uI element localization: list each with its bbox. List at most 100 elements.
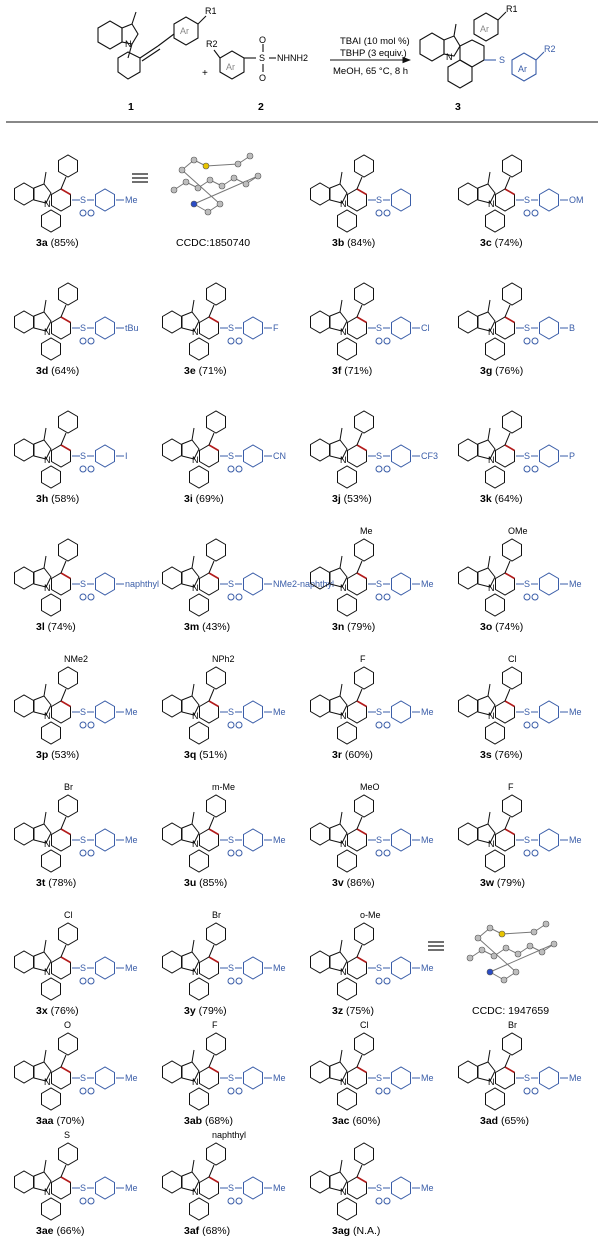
sulfonyl-substituent: Me bbox=[421, 1073, 434, 1083]
compound-label: 3af (68%) bbox=[184, 1225, 230, 1237]
compound-id: 3a bbox=[36, 237, 48, 249]
lower-benzo-ring bbox=[337, 593, 357, 617]
sulfonyl-aryl-ring bbox=[95, 700, 115, 724]
nitrogen-atom: N bbox=[192, 327, 199, 337]
pyrrole-ring bbox=[329, 951, 348, 972]
sulfur-atom: S bbox=[80, 451, 86, 461]
aryl-substituent: NPh2 bbox=[212, 654, 235, 664]
new-bond bbox=[504, 828, 515, 836]
nitrogen-atom: N bbox=[44, 327, 51, 337]
compound-label: 3e (71%) bbox=[184, 365, 227, 377]
ccdc-label: CCDC:1850740 bbox=[176, 237, 250, 249]
nitrogen-atom: N bbox=[44, 199, 51, 209]
sulfonyl-substituent: Me bbox=[569, 707, 582, 717]
aryl-bond bbox=[356, 1054, 363, 1068]
oxygen-atom bbox=[375, 721, 383, 729]
pyrrole-ring bbox=[329, 1171, 348, 1192]
general-scheme: N Ar R1 1 + Ar R2 S O O NHNH2 2 TBAI (10… bbox=[97, 4, 556, 113]
sulfonyl-aryl-ring bbox=[391, 316, 411, 340]
sulfonyl-substituent: Me bbox=[421, 1183, 434, 1193]
aryl-bond bbox=[60, 560, 67, 574]
crystal-structure: CCDC: 1947659 bbox=[428, 920, 558, 1017]
sulfonyl-substituent: Me bbox=[569, 1073, 582, 1083]
new-bond bbox=[356, 188, 367, 196]
oxygen-atom bbox=[531, 721, 539, 729]
oxygen-atom bbox=[383, 1197, 391, 1205]
sulfonyl-aryl-ring bbox=[391, 188, 411, 212]
sulfur-atom: S bbox=[80, 1073, 86, 1083]
compound-yield: (71%) bbox=[341, 365, 372, 377]
pyrrole-ring bbox=[181, 439, 200, 460]
compound-yield: (76%) bbox=[48, 1005, 79, 1017]
sulfonyl-substituent: Me bbox=[569, 835, 582, 845]
crystal-atom bbox=[526, 942, 534, 950]
crystal-bond bbox=[501, 931, 535, 935]
methyl-bond bbox=[487, 1049, 491, 1063]
nitrogen-atom: N bbox=[488, 1077, 495, 1087]
aryl-bond bbox=[60, 944, 67, 958]
new-bond bbox=[208, 828, 219, 836]
aryl-bond bbox=[356, 176, 363, 190]
new-bond bbox=[504, 188, 515, 196]
lower-benzo-ring bbox=[189, 721, 209, 745]
sulfur-atom: S bbox=[524, 707, 530, 717]
methyl-bond bbox=[487, 427, 491, 441]
compound-label: 3g (76%) bbox=[480, 365, 523, 377]
oxygen-atom bbox=[383, 849, 391, 857]
oxygen-atom bbox=[375, 977, 383, 985]
new-bond bbox=[504, 572, 515, 580]
crystal-atom bbox=[216, 200, 224, 208]
compound-yield: (51%) bbox=[196, 749, 227, 761]
lower-benzo-ring bbox=[189, 977, 209, 1001]
product-ring1-label: Ar bbox=[480, 24, 489, 34]
compound-id: 3d bbox=[36, 365, 48, 377]
methyl-bond bbox=[339, 427, 343, 441]
indole-benzo-ring bbox=[14, 1170, 34, 1194]
crystal-atom bbox=[190, 156, 198, 164]
sulfonyl-substituent: CF3 bbox=[421, 451, 438, 461]
compound-label: 3u (85%) bbox=[184, 877, 227, 889]
compound-yield: (53%) bbox=[341, 493, 372, 505]
sulfur-atom: S bbox=[80, 195, 86, 205]
aryl-ring bbox=[502, 666, 522, 690]
compound-yield: (74%) bbox=[492, 621, 523, 633]
aryl-ring bbox=[58, 282, 78, 306]
compound-yield: (78%) bbox=[45, 877, 76, 889]
methyl-bond bbox=[339, 939, 343, 953]
aryl-ring bbox=[206, 538, 226, 562]
lower-benzo-ring bbox=[189, 337, 209, 361]
aryl-ring bbox=[502, 282, 522, 306]
oxygen-atom bbox=[79, 209, 87, 217]
aryl-ring bbox=[502, 154, 522, 178]
aryl-substituent: Br bbox=[64, 782, 73, 792]
new-bond bbox=[356, 444, 367, 452]
compound-label: 3c (74%) bbox=[480, 237, 523, 249]
sulfonyl-substituent: Cl bbox=[421, 323, 430, 333]
crystal-atom bbox=[242, 180, 250, 188]
aryl-ring bbox=[354, 922, 374, 946]
compound-label: 3o (74%) bbox=[480, 621, 523, 633]
nitrogen-atom: N bbox=[192, 1187, 199, 1197]
nitrogen-atom: N bbox=[340, 711, 347, 721]
aryl-ring bbox=[206, 794, 226, 818]
reactant-2-structure bbox=[213, 44, 276, 80]
nitrogen-atom: N bbox=[192, 839, 199, 849]
sulfonyl-substituent: Me bbox=[125, 1183, 138, 1193]
compound-label: 3ab (68%) bbox=[184, 1115, 233, 1127]
indole-benzo-ring bbox=[310, 182, 330, 206]
new-bond bbox=[356, 316, 367, 324]
oxygen-atom bbox=[383, 1087, 391, 1095]
aryl-bond bbox=[208, 304, 215, 318]
sulfonyl-aryl-ring bbox=[539, 444, 559, 468]
pyrrole-ring bbox=[329, 1061, 348, 1082]
indole-benzo-ring bbox=[162, 1170, 182, 1194]
aryl-ring bbox=[502, 410, 522, 434]
nitrogen-atom: N bbox=[340, 967, 347, 977]
sulfur-atom: S bbox=[228, 451, 234, 461]
